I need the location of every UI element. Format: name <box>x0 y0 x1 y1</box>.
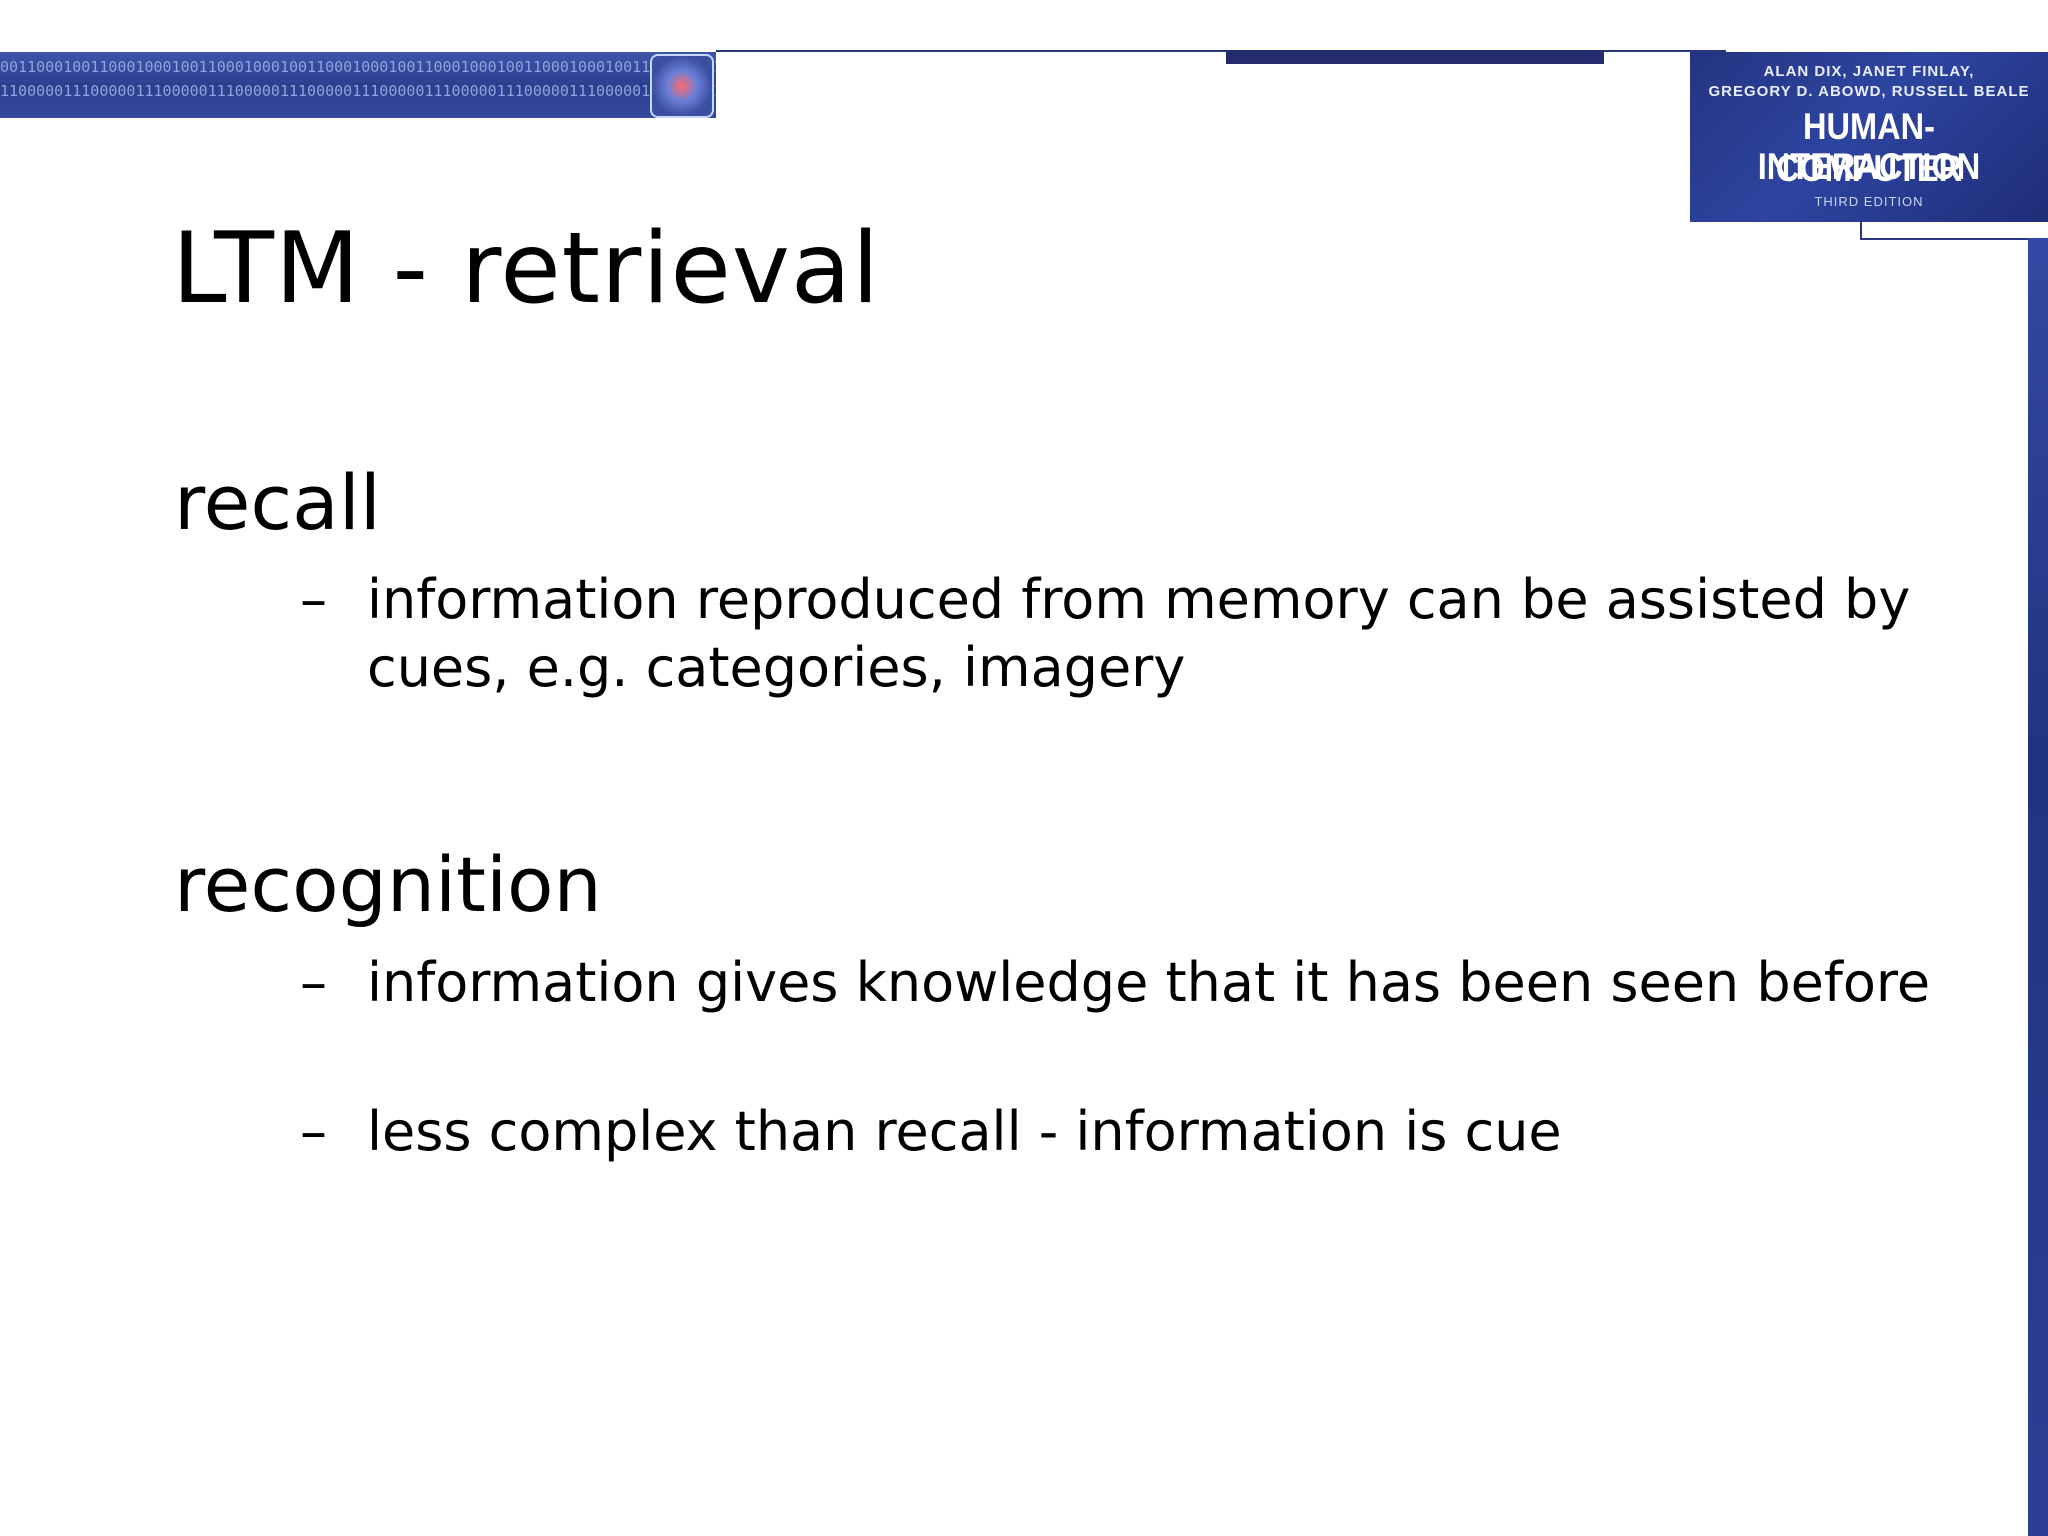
binary-row: 1100000111000001110000011100000111000001… <box>0 82 716 100</box>
book-cover-logo: ALAN DIX, JANET FINLAY, GREGORY D. ABOWD… <box>1690 52 2048 222</box>
bullet-text: information reproduced from memory can b… <box>367 568 1911 699</box>
binary-row: 0011000100110001000100110001000100110001… <box>0 58 716 76</box>
cover-authors: GREGORY D. ABOWD, RUSSELL BEALE <box>1708 83 2030 100</box>
bullet-item: – information gives knowledge that it ha… <box>300 949 1940 1017</box>
header-accent-bar <box>1226 50 1604 64</box>
slide-title: LTM - retrieval <box>172 212 881 326</box>
section-heading: recall <box>174 458 381 547</box>
bullet-dash: – <box>300 1100 327 1163</box>
cover-authors: ALAN DIX, JANET FINLAY, <box>1763 63 1975 80</box>
bullet-text: less complex than recall - information i… <box>367 1100 1562 1163</box>
banner-emblem-icon <box>650 54 714 118</box>
binary-banner: 0011000100110001000100110001000100110001… <box>0 52 716 118</box>
bullet-text: information gives knowledge that it has … <box>367 951 1931 1014</box>
cover-title: INTERACTION <box>1757 146 1981 187</box>
cover-edition: THIRD EDITION <box>1814 194 1924 209</box>
header-divider <box>716 50 1726 52</box>
right-edge-strip <box>2028 238 2048 1536</box>
section-heading: recognition <box>174 840 602 929</box>
bullet-dash: – <box>300 951 327 1014</box>
bullet-item: – information reproduced from memory can… <box>300 566 1940 702</box>
cover-bracket <box>1860 222 2048 240</box>
bullet-dash: – <box>300 568 327 631</box>
cover-title: HUMAN-COMPUTER <box>1775 106 1963 189</box>
bullet-item: – less complex than recall - information… <box>300 1098 1940 1166</box>
